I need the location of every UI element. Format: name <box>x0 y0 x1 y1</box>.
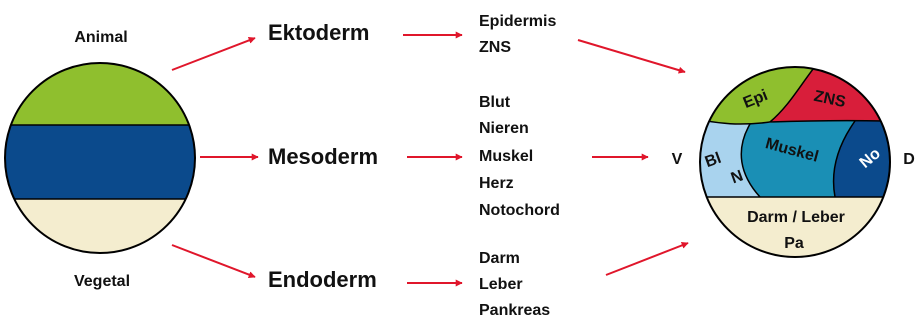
region-label-pa: Pa <box>784 235 804 252</box>
arrow-ectoderm-tissues-to-fate-map <box>578 40 685 72</box>
mesoderm-label: Mesoderm <box>268 144 378 169</box>
tissue-herz: Herz <box>479 175 514 192</box>
endoderm-label: Endoderm <box>268 267 377 292</box>
vegetal-pole-region <box>0 199 200 259</box>
region-label-darm-leber: Darm / Leber <box>747 209 845 226</box>
vegetal-label: Vegetal <box>74 273 130 290</box>
arrow-animal-to-ectoderm <box>172 38 255 70</box>
tissue-blut: Blut <box>479 94 511 111</box>
ectoderm-label: Ektoderm <box>268 20 369 45</box>
arrow-endoderm-tissues-to-fate-map <box>606 243 688 275</box>
tissue-darm: Darm <box>479 250 520 267</box>
fate-region-endoderm <box>690 197 910 270</box>
tissue-leber: Leber <box>479 276 523 293</box>
tissue-nieren: Nieren <box>479 120 529 137</box>
arrow-vegetal-to-endoderm <box>172 245 255 277</box>
ventral-label: V <box>672 151 683 168</box>
animal-label: Animal <box>74 29 127 46</box>
embryo-sphere <box>0 60 200 259</box>
tissue-zns: ZNS <box>479 39 511 56</box>
tissue-muskel: Muskel <box>479 148 533 165</box>
dorsal-label: D <box>903 151 915 168</box>
tissue-epidermis: Epidermis <box>479 13 556 30</box>
mesoderm-band <box>0 125 200 199</box>
tissue-notochord: Notochord <box>479 202 560 219</box>
tissue-pankreas: Pankreas <box>479 302 550 319</box>
